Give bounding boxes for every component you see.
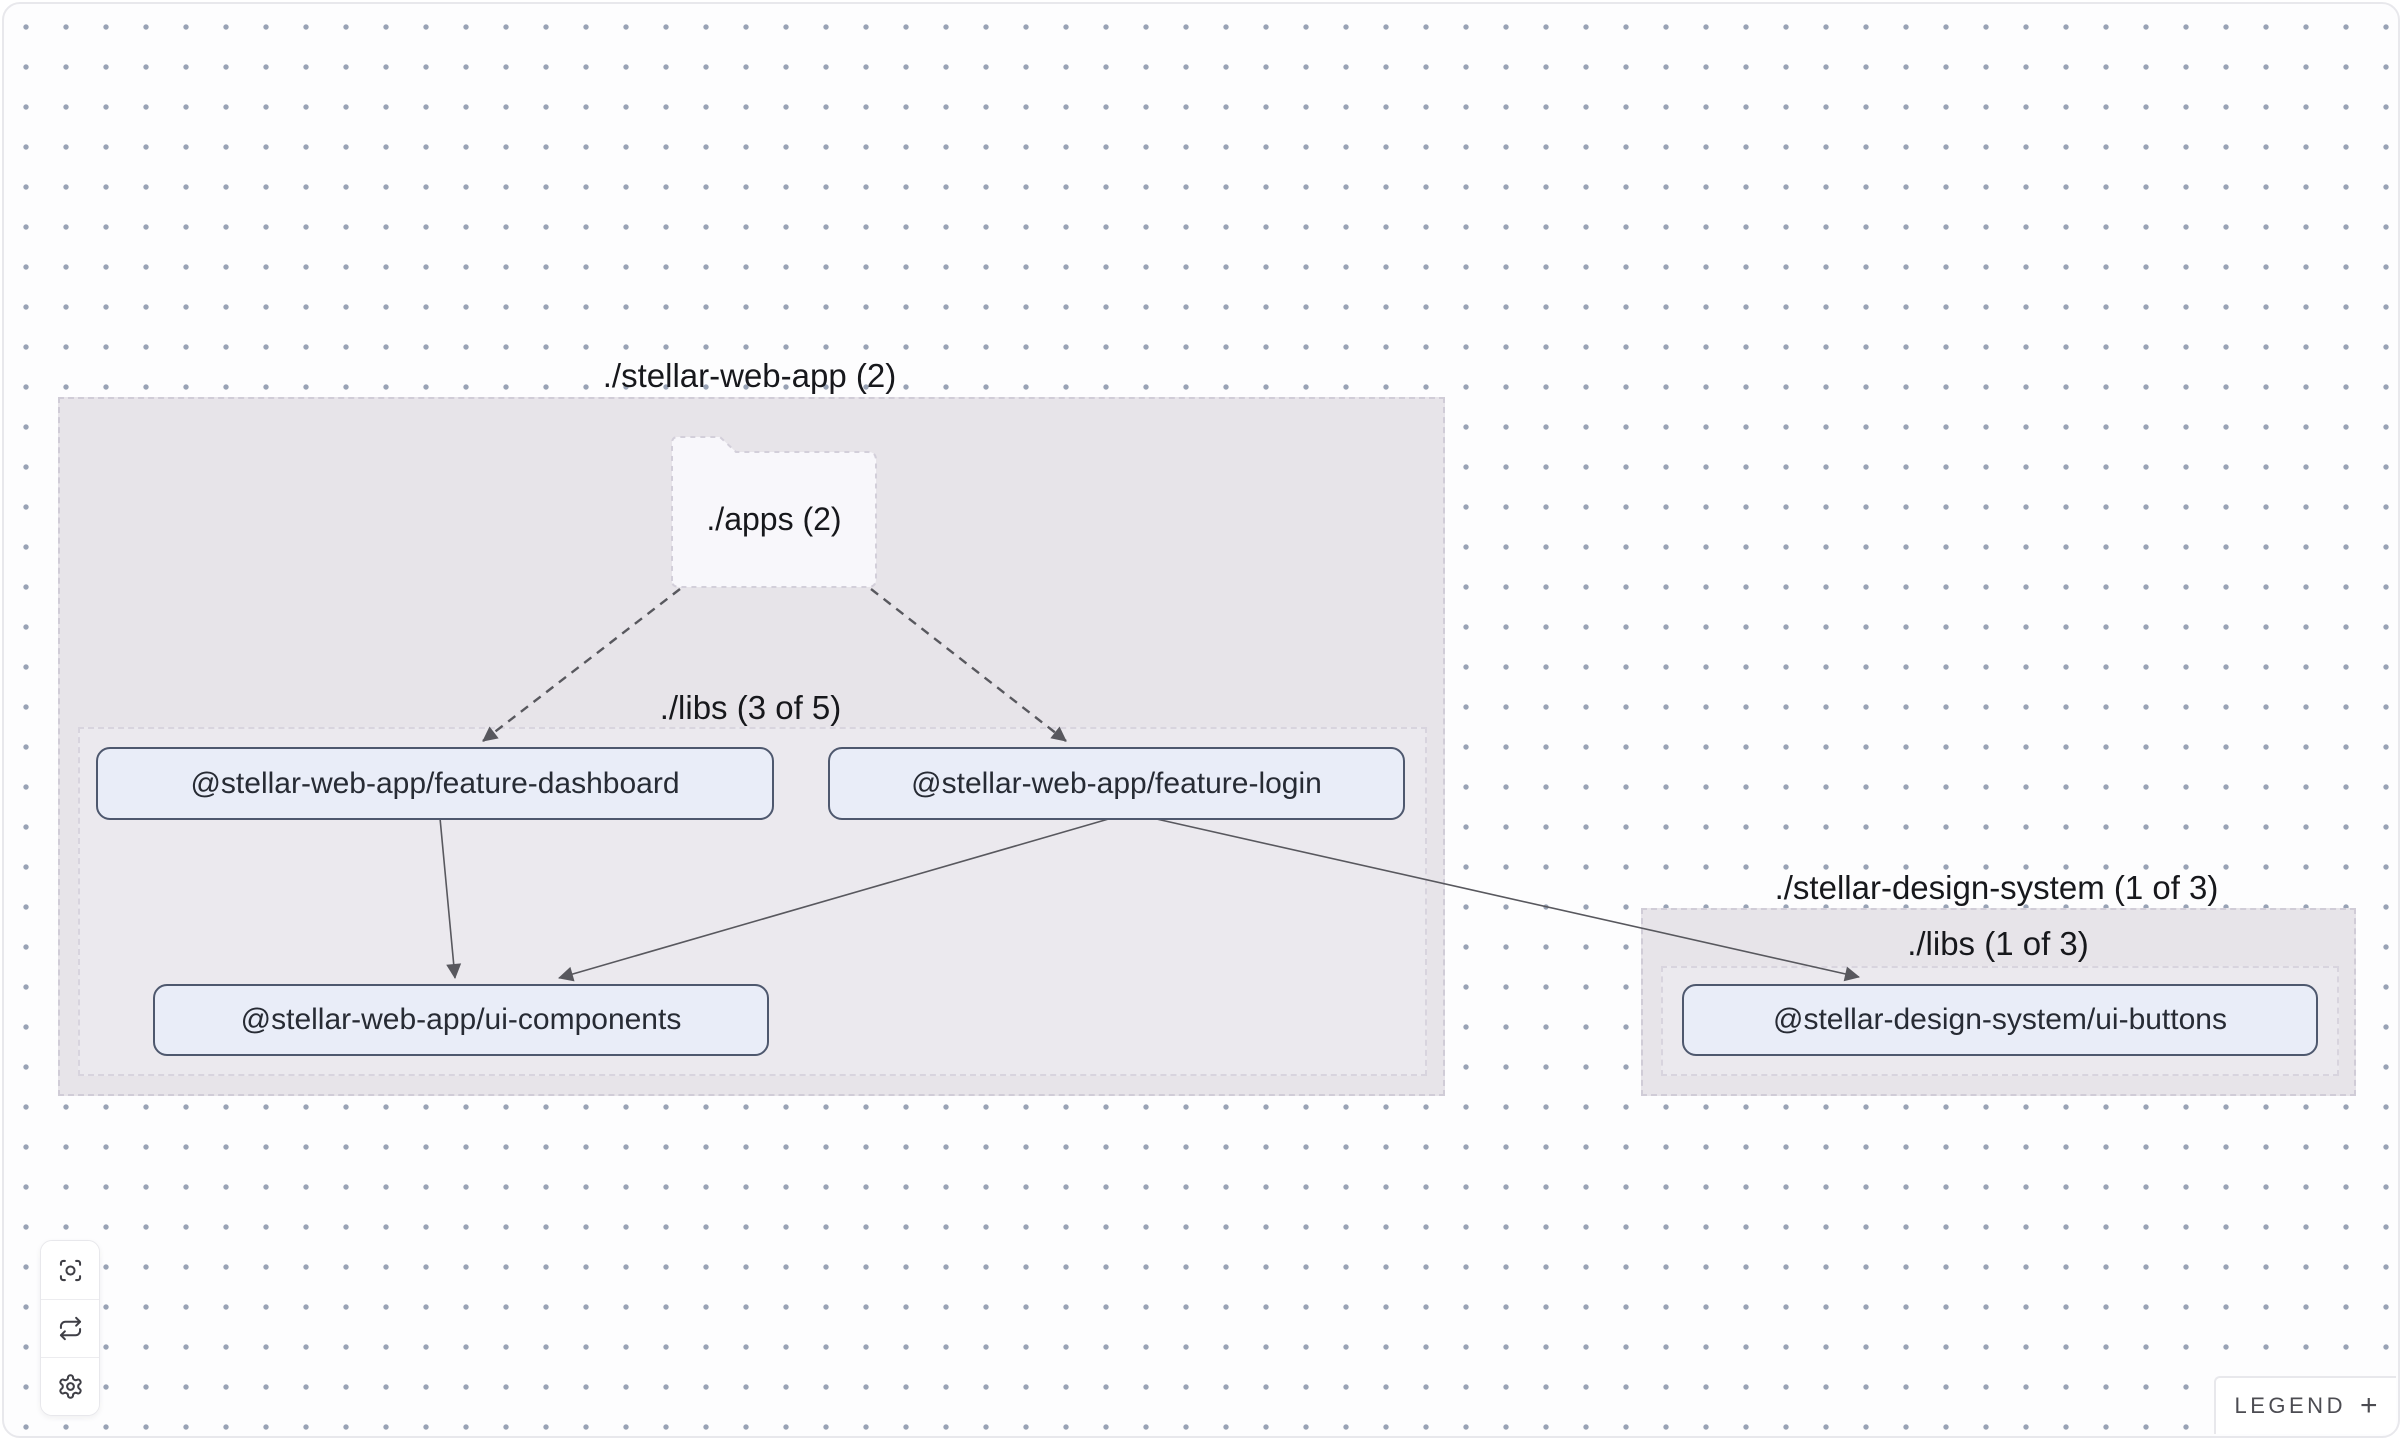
center-graph-button[interactable] <box>41 1241 99 1299</box>
legend-toggle[interactable]: LEGEND + <box>2214 1376 2396 1434</box>
refresh-icon <box>59 1316 81 1341</box>
group-label-stellar-web-app: ./stellar-web-app (2) <box>602 357 897 394</box>
focus-icon <box>59 1259 81 1281</box>
gear-icon <box>58 1374 82 1399</box>
project-node-feature-login[interactable]: @stellar-web-app/feature-login <box>828 747 1405 820</box>
group-label-stellar-design-system: ./stellar-design-system (1 of 3) <box>1774 869 2219 906</box>
legend-label: LEGEND <box>2234 1393 2346 1418</box>
project-node-feature-dashboard[interactable]: @stellar-web-app/feature-dashboard <box>96 747 774 820</box>
folder-node-apps[interactable]: ./apps (2) <box>706 500 842 537</box>
project-node-ui-components[interactable]: @stellar-web-app/ui-components <box>153 984 769 1056</box>
graph-toolbar <box>40 1240 100 1416</box>
refresh-graph-button[interactable] <box>41 1299 99 1357</box>
plus-icon: + <box>2359 1389 2378 1422</box>
project-node-ui-buttons[interactable]: @stellar-design-system/ui-buttons <box>1682 984 2318 1056</box>
subgroup-label-design-system-libs: ./libs (1 of 3) <box>1907 925 2089 962</box>
subgroup-label-web-app-libs: ./libs (3 of 5) <box>659 689 842 726</box>
settings-button[interactable] <box>41 1357 99 1415</box>
apps-folder-shape <box>671 436 877 588</box>
